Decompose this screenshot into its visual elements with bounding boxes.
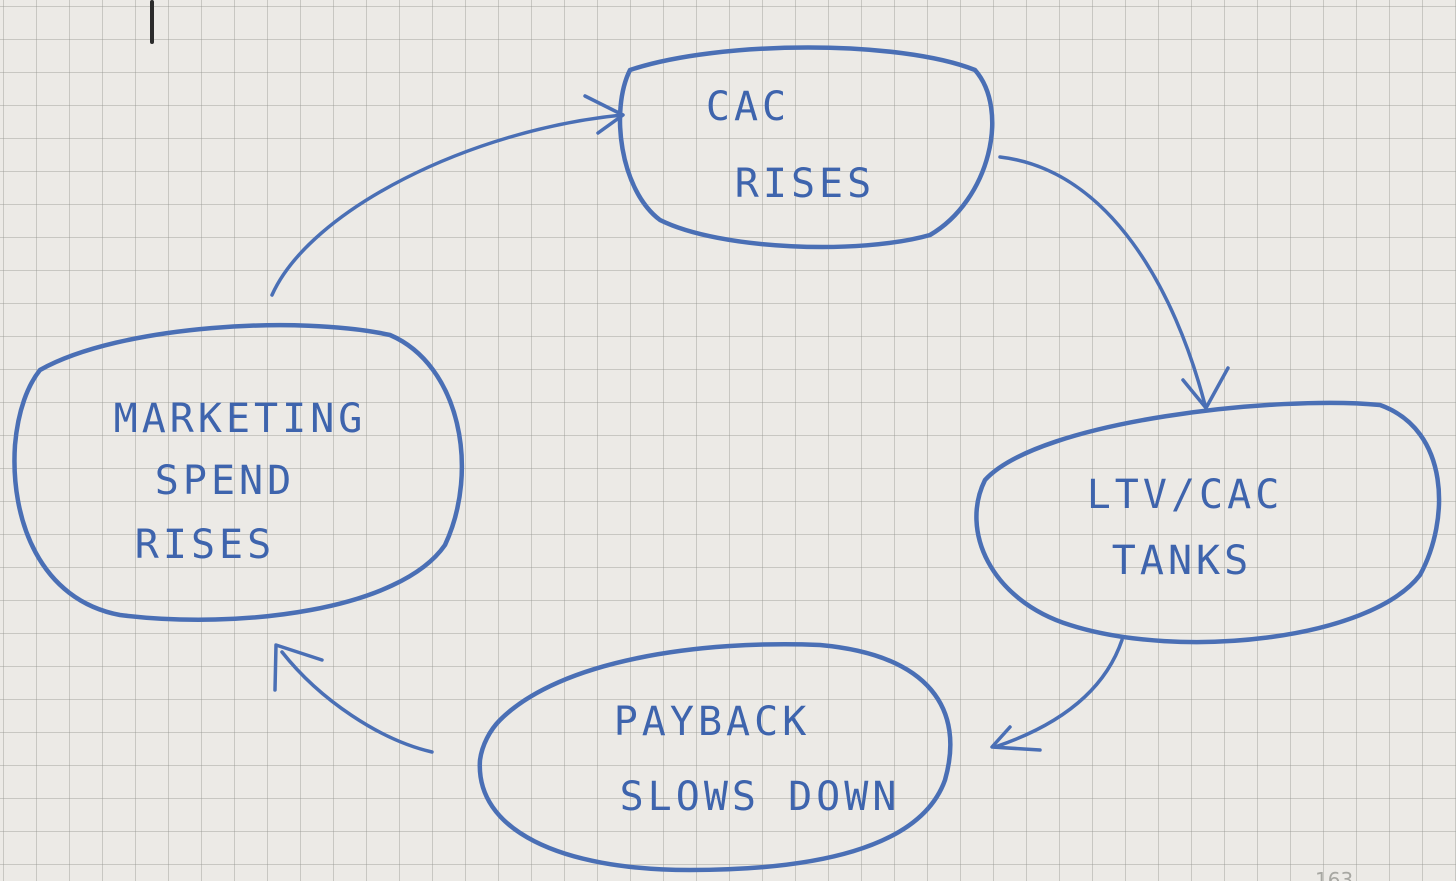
edge-cac-to-ltv (998, 155, 1230, 410)
node-marketing-line3: RISES (135, 522, 275, 568)
node-payback-line2: SLOWS DOWN (620, 774, 901, 820)
node-cac-line2: RISES (735, 161, 875, 207)
edge-marketing-to-cac (270, 94, 625, 297)
edge-ltv-to-payback (990, 638, 1124, 752)
node-payback-slows-down: PAYBACK SLOWS DOWN (477, 642, 953, 873)
node-ltv-cac-tanks: LTV/CAC TANKS (974, 400, 1442, 645)
node-cac-line1: CAC (706, 84, 790, 130)
node-payback-line1: PAYBACK (614, 699, 811, 745)
node-ltv-line2: TANKS (1112, 538, 1252, 584)
node-marketing-line2: SPEND (155, 458, 295, 504)
node-marketing-line1: MARKETING (114, 396, 367, 442)
edge-payback-to-marketing (273, 643, 434, 754)
page-number: 163 (1315, 868, 1353, 881)
node-cac-rises: CAC RISES (617, 45, 995, 250)
node-marketing-spend-rises: MARKETING SPEND RISES (12, 322, 464, 622)
node-ltv-line1: LTV/CAC (1087, 472, 1284, 518)
